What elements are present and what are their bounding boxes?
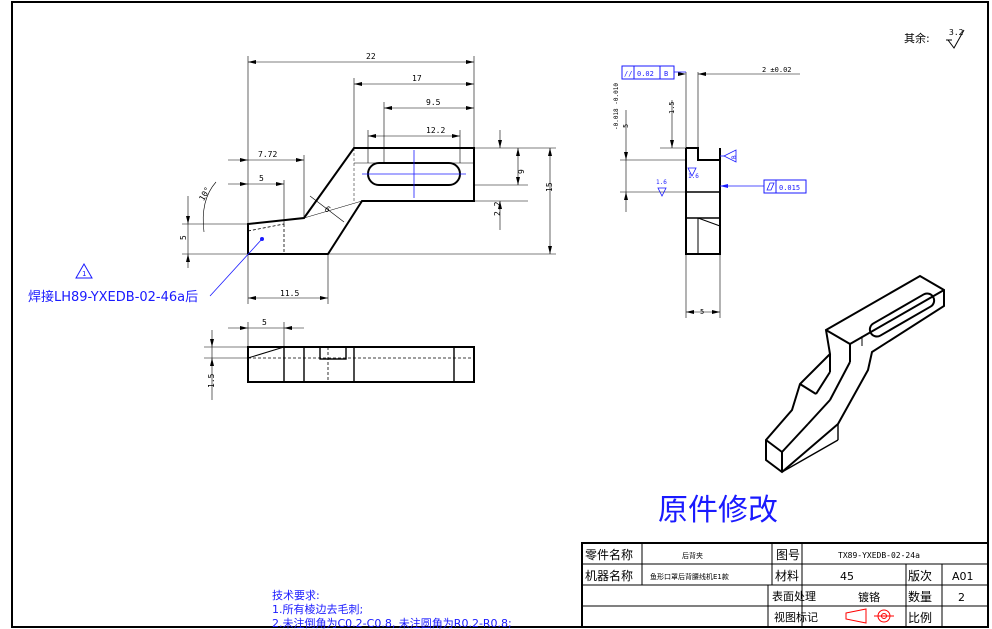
side-roughness-1: 1.6 [688,173,699,180]
tb-drawing-no-label: 图号 [776,548,800,562]
tech-req-title: 技术要求: [272,589,320,602]
weld-note: 焊接LH89-YXEDB-02-46a后 [28,289,198,305]
side-roughness-2: 1.6 [656,179,667,186]
tb-part-name-label: 零件名称 [585,547,633,562]
side-dim-2-tol: 2 ±0.02 [762,66,792,74]
gdt-parallelism-frame [621,65,686,80]
dim-2-2: 2.2 [493,201,502,216]
tb-qty-value: 2 [958,591,965,604]
dim-15: 15 [545,182,554,192]
dim-17: 17 [412,74,422,83]
dim-5-left: 5 [179,235,188,240]
tech-req-line1: 1.所有棱边去毛刺; [272,602,363,616]
tb-version-label: 版次 [908,569,932,583]
dim-5-front: 5 [259,174,264,183]
front-view: 22 17 9.5 12.2 7.72 5 10° 5 6 9 15 2.2 1… [28,52,556,305]
gdt-flatness-value: 0.015 [779,184,800,192]
roughness-mark-icon [657,167,697,197]
dim-9-5: 9.5 [426,98,441,107]
dim-22: 22 [366,52,376,61]
dim-angle-10: 10° [197,185,212,202]
gdt-parallel-value: 0.02 [637,70,654,78]
tb-material-value: 45 [840,570,854,583]
dim-6: 6 [323,204,332,214]
gdt-flatness-frame [720,179,807,194]
side-dim-5-bottom: 5 [700,308,704,316]
roughness-note: 其余: [904,31,930,45]
roughness-symbol-icon [946,29,965,49]
dim-9: 9 [517,169,526,174]
tb-machine-label: 机器名称 [585,568,633,583]
outer-frame [11,1,989,628]
dim-7-72: 7.72 [258,150,277,159]
tb-drawing-no-value: TX89-YXEDB-02-24a [838,551,920,560]
side-dim-tol-pair: -0.018 -0.010 [613,83,620,130]
dim-12-2: 12.2 [426,126,445,135]
tb-qty-label: 数量 [908,589,932,604]
dim-1-5-bottom: 1.5 [207,373,216,388]
side-dim-1-5: 1.5 [668,101,676,114]
tb-material-label: 材料 [775,569,799,583]
side-view: 2 ±0.02 -0.018 -0.010 5 1.5 5 // 0.02 B … [613,65,807,318]
tb-version-value: A01 [952,570,974,583]
gdt-parallel-ref: B [664,70,668,78]
tb-machine-value: 鱼形口罩后背腰线机E1款 [650,572,729,581]
revision-title: 原件修改 [658,493,778,528]
projection-symbol-icon [845,608,894,624]
dim-5-bottom: 5 [262,318,267,327]
isometric-view [765,274,945,474]
tb-surface-value: 镀铬 [858,590,880,604]
title-block [581,542,989,628]
bottom-view: 5 1.5 [204,318,475,400]
tb-scale-label: 比例 [908,611,932,625]
tb-view-label: 视图标记 [774,610,818,624]
roughness-value: 3.2 [949,28,964,37]
datum-b-label: B [731,155,738,159]
side-dim-5: 5 [622,124,630,128]
weld-symbol-number: 1 [82,270,86,278]
tb-part-name-value: 后背夹 [682,551,703,560]
tech-req-line2: 2.未注倒角为C0.2-C0.8, 未注圆角为R0.2-R0.8; [272,616,512,629]
weld-symbol-icon [75,262,93,279]
gdt-parallel-symbol: // [624,70,632,78]
datum-b-icon [720,149,737,163]
tb-surface-label: 表面处理 [772,589,816,603]
dim-11-5: 11.5 [280,289,299,298]
